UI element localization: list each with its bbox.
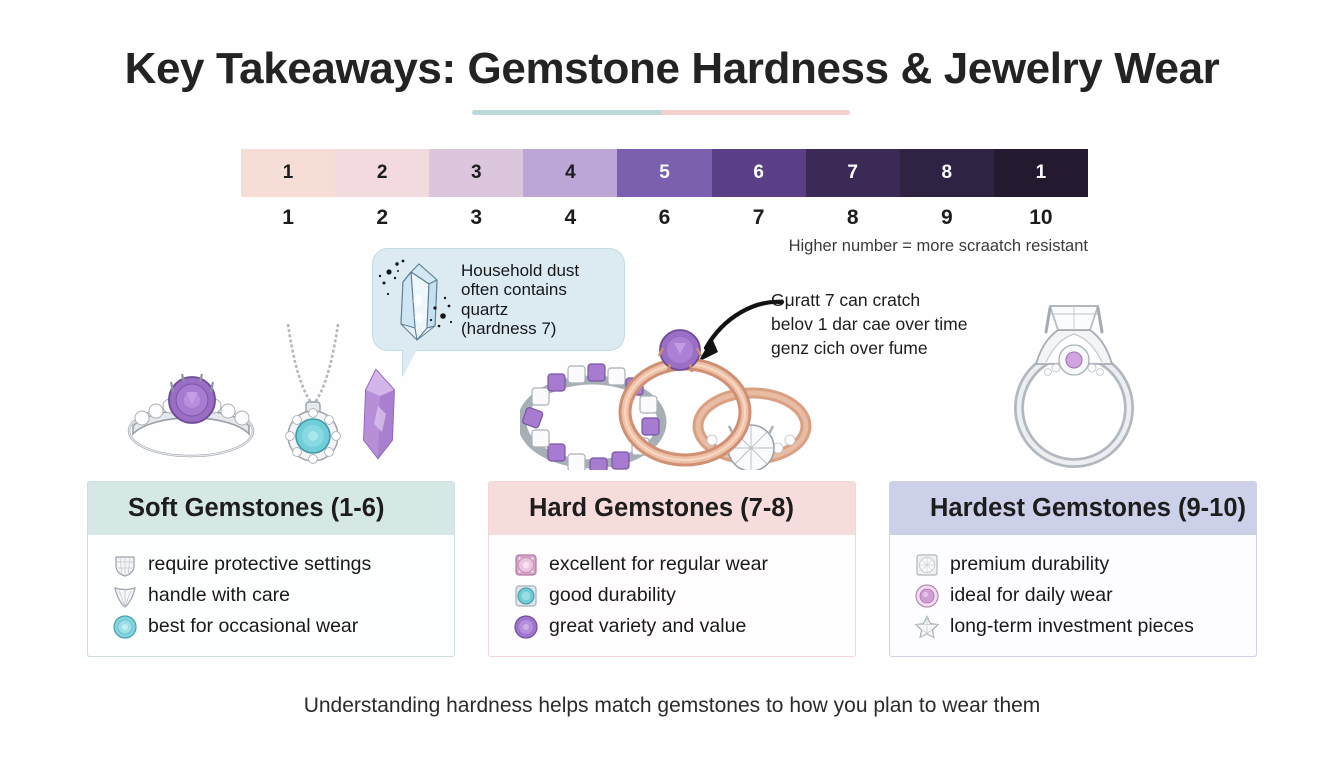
card-bullet-list: excellent for regular wear good durabili… xyxy=(489,535,855,656)
list-item: long-term investment pieces xyxy=(914,611,1256,642)
quartz-dust-callout: Household dust often contains quartz (ha… xyxy=(372,248,625,376)
list-item-label: great variety and value xyxy=(549,615,747,637)
round-aqua-gem-icon xyxy=(112,614,138,640)
scratch-warning-annotation: Gμratt 7 can cratch belov 1 dar cae over… xyxy=(771,290,968,359)
list-item: great variety and value xyxy=(513,611,855,642)
page-title: Key Takeaways: Gemstone Hardness & Jewel… xyxy=(124,44,1220,93)
white-diamond-square-icon xyxy=(914,552,940,578)
star-cut-gem-icon xyxy=(914,614,940,640)
amethyst-ring-illustration xyxy=(127,373,255,458)
purple-crystal-point-illustration xyxy=(363,368,395,460)
card-bullet-list: require protective settings handle with … xyxy=(88,535,454,656)
list-item-label: excellent for regular wear xyxy=(549,553,768,575)
hardness-tick-3: 3 xyxy=(470,206,483,229)
round-purple-gem-icon xyxy=(513,614,539,640)
list-item: handle with care xyxy=(112,580,454,611)
hardness-scale-note: Higher number = more scraatch resistant xyxy=(788,237,1088,255)
card-title: Soft Gemstones (1-6) xyxy=(88,482,454,535)
hardness-segment-4: 4 xyxy=(523,149,618,197)
list-item-label: good durability xyxy=(549,584,676,606)
list-item: good durability xyxy=(513,580,855,611)
card-hardest-gemstones: Hardest Gemstones (9-10) premium durabil… xyxy=(889,481,1257,657)
hardness-tick-6: 7 xyxy=(752,206,765,229)
list-item-label: long-term investment pieces xyxy=(950,615,1194,637)
rose-gold-amethyst-ring-illustration xyxy=(618,329,752,467)
soft-gemstone-jewelry-group xyxy=(126,306,406,473)
marquise-cut-gem-icon xyxy=(112,583,138,609)
card-bullet-list: premium durability ideal for daily wear xyxy=(890,535,1256,656)
footer-caption: Understanding hardness helps match gemst… xyxy=(303,694,1041,717)
list-item: require protective settings xyxy=(112,549,454,580)
round-pink-gem-icon xyxy=(914,583,940,609)
hardness-scale-ticks: 1 2 3 4 6 7 8 9 10 xyxy=(241,206,1088,230)
hardness-tick-5: 6 xyxy=(658,206,671,229)
hardness-segment-8: 8 xyxy=(899,149,994,197)
list-item-label: handle with care xyxy=(148,584,291,606)
hardness-tick-8: 9 xyxy=(940,206,953,229)
callout-text: Household dust often contains quartz (ha… xyxy=(461,260,580,338)
quartz-crystal-icon xyxy=(373,250,461,350)
hardness-tick-2: 2 xyxy=(376,206,388,229)
card-title: Hard Gemstones (7-8) xyxy=(489,482,855,535)
title-divider xyxy=(472,110,850,115)
hardness-segment-9: 1 xyxy=(993,149,1088,197)
hard-gemstone-jewelry-group xyxy=(517,322,850,476)
card-soft-gemstones: Soft Gemstones (1-6) require protective … xyxy=(87,481,455,657)
hardness-tick-4: 4 xyxy=(564,206,577,229)
list-item-label: premium durability xyxy=(950,553,1110,575)
curved-arrow-icon xyxy=(690,290,790,370)
card-hard-gemstones: Hard Gemstones (7-8) excellent for regul… xyxy=(488,481,856,657)
callout-tail xyxy=(403,350,439,376)
list-item: premium durability xyxy=(914,549,1256,580)
list-item-label: ideal for daily wear xyxy=(950,584,1113,606)
halo-pendant-necklace-illustration xyxy=(285,323,341,464)
card-title: Hardest Gemstones (9-10) xyxy=(890,482,1256,535)
hardness-segment-7: 7 xyxy=(805,149,900,197)
list-item: excellent for regular wear xyxy=(513,549,855,580)
hardness-tick-7: 8 xyxy=(846,206,859,229)
hardness-tick-1: 1 xyxy=(282,206,294,229)
list-item-label: best for occasional wear xyxy=(148,615,359,637)
hardness-segment-2: 2 xyxy=(335,149,430,197)
hardness-segment-3: 3 xyxy=(429,149,524,197)
hardness-segment-6: 6 xyxy=(711,149,806,197)
list-item: ideal for daily wear xyxy=(914,580,1256,611)
hardness-segment-5: 5 xyxy=(617,149,712,197)
hardness-tick-9: 10 xyxy=(1029,206,1053,229)
pink-square-gem-icon xyxy=(513,552,539,578)
white-gold-solitaire-ring-illustration xyxy=(988,296,1160,477)
teal-square-gem-icon xyxy=(513,583,539,609)
shield-cut-gem-icon xyxy=(112,552,138,578)
list-item-label: require protective settings xyxy=(148,553,372,575)
list-item: best for occasional wear xyxy=(112,611,454,642)
hardness-segment-1: 1 xyxy=(241,149,336,197)
